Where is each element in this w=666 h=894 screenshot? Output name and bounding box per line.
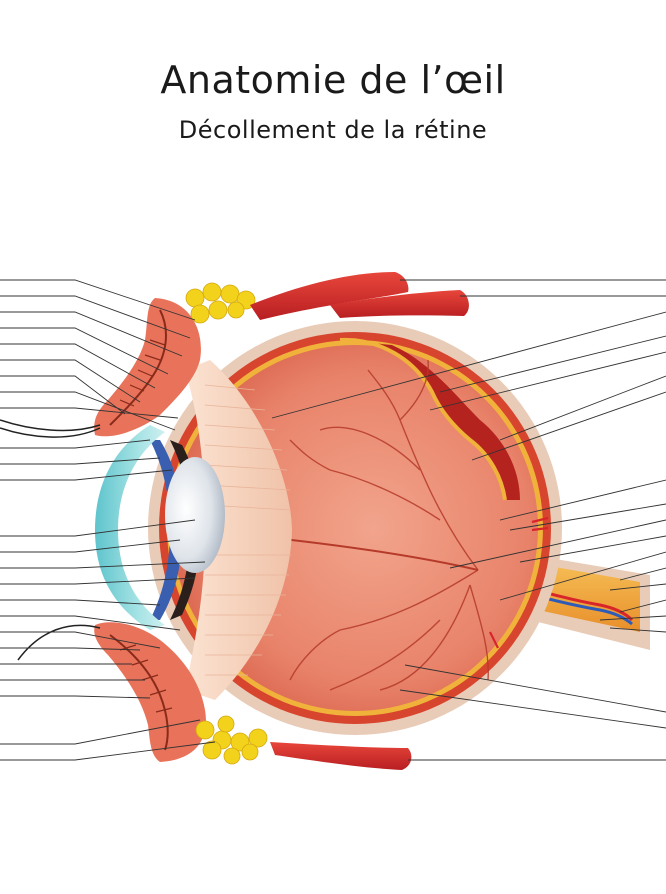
lens <box>165 457 225 573</box>
leader-lines-left <box>0 279 216 761</box>
page-subtitle: Décollement de la rétine <box>178 116 488 144</box>
lower-eyelashes <box>17 624 101 661</box>
orbital-fat-upper <box>185 282 256 324</box>
page-title: Anatomie de l’œil <box>160 58 506 102</box>
inferior-rectus-muscle <box>270 742 412 770</box>
upper-eyelashes <box>0 419 101 438</box>
superior-oblique-muscle <box>330 290 469 318</box>
ciliary-body <box>185 360 292 700</box>
ciliary-arteries <box>489 516 549 649</box>
orbital-fat-lower <box>195 715 268 765</box>
leader-lines-right <box>271 279 666 761</box>
superior-rectus-muscle <box>250 272 409 320</box>
lower-eyelid <box>94 622 206 762</box>
retinal-vessels <box>289 359 489 691</box>
